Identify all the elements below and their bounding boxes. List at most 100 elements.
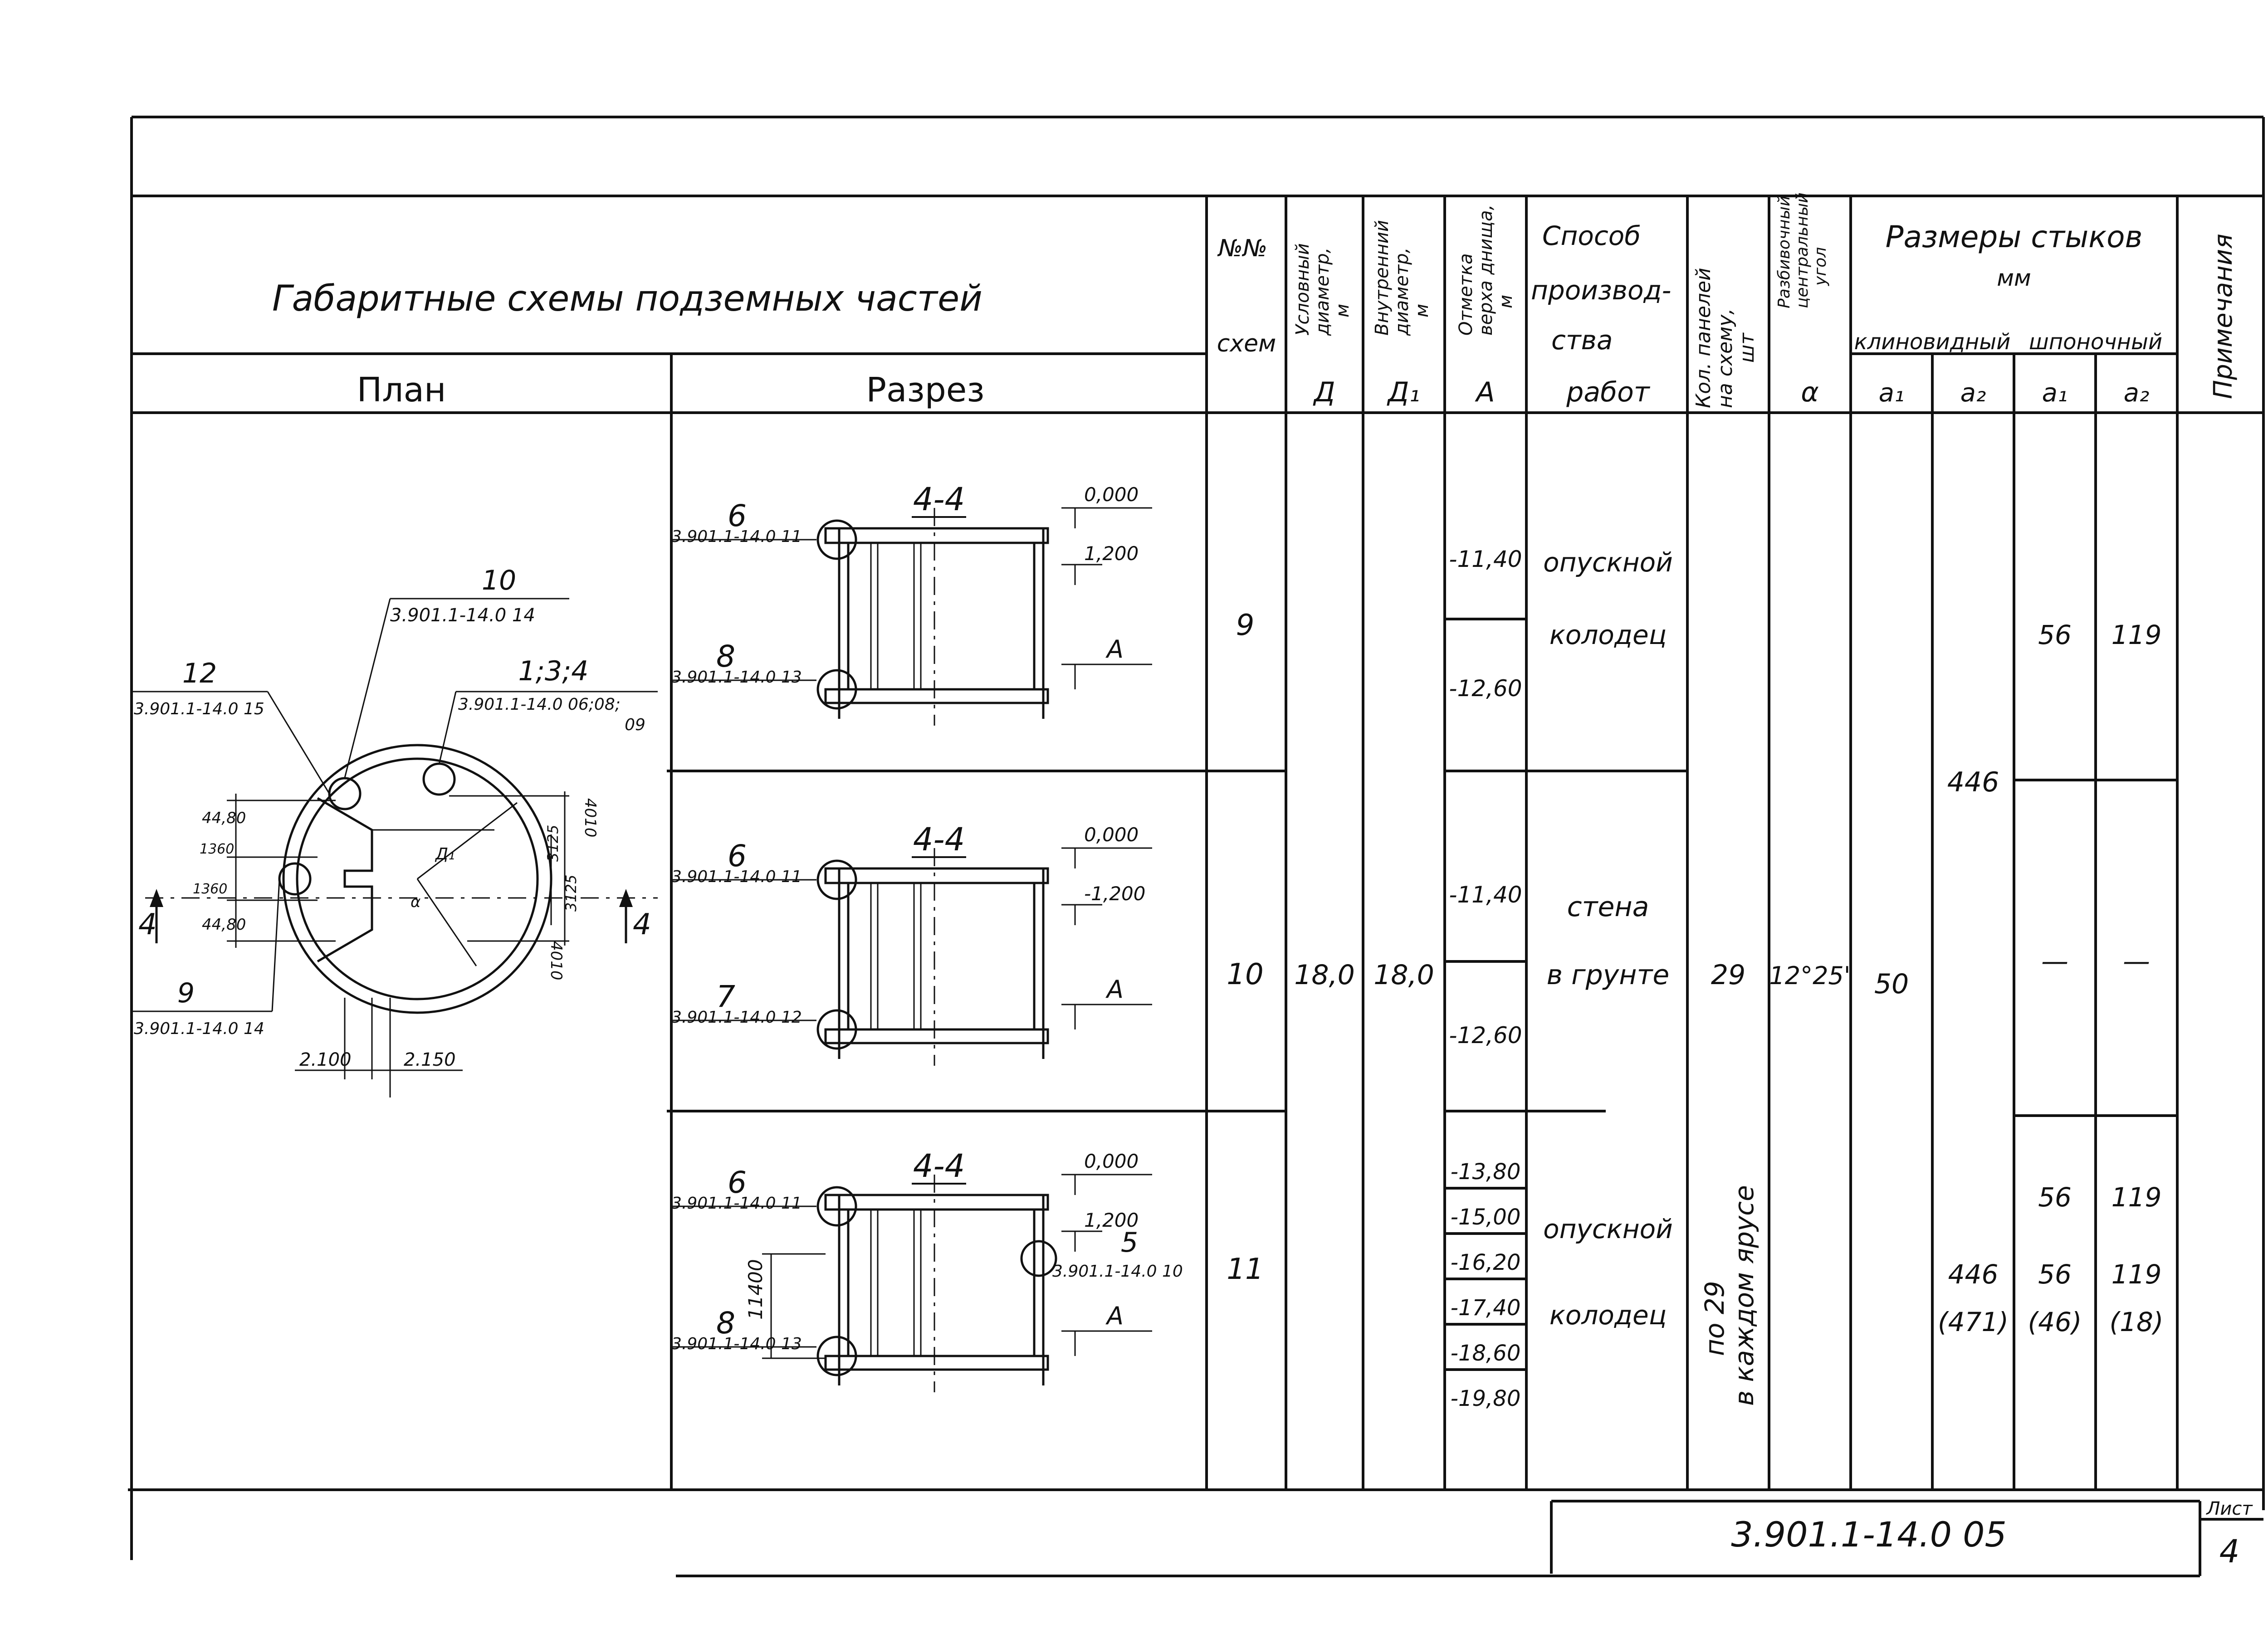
row3-mark-6: -19,80: [1451, 1386, 1521, 1411]
row3-mark-1: -13,80: [1451, 1159, 1521, 1185]
header-sym-a2-key: a₂: [2124, 378, 2150, 408]
section-cut-label: 4-4: [913, 1147, 965, 1185]
plan-ref10: 10: [482, 565, 516, 596]
row2-mark-1: -11,40: [1449, 882, 1522, 908]
header-sym-a2-wedge: a₂: [1960, 378, 1986, 408]
stamp-code: 3.901.1-14.0 05: [1731, 1514, 2007, 1555]
row2-mark-2: -12,60: [1449, 1022, 1522, 1049]
section-mark-1: 1,200: [1084, 542, 1139, 565]
section-bot-ref: 8: [716, 639, 735, 674]
row3-mark-3: -16,20: [1451, 1250, 1521, 1275]
plan-dim-4010a: 4010: [581, 798, 599, 838]
shared-panels: 29: [1711, 959, 1745, 991]
row3-key-a1-top: 56: [2038, 1182, 2072, 1213]
section-height: 11400: [744, 1259, 767, 1320]
shared-wedge-a1: 50: [1874, 968, 1909, 1000]
plan-dim-2100: 2.100: [299, 1049, 352, 1070]
header-angle-2: центральный: [1793, 192, 1812, 308]
section-top-doc: 3.901.1-14.0 11: [671, 1194, 802, 1213]
plan-ref12-doc: 3.901.1-14.0 15: [134, 700, 264, 718]
table-grid: [1205, 196, 2179, 1490]
section-bot-doc: 3.901.1-14.0 13: [671, 668, 802, 687]
shared-d1: 18,0: [1374, 959, 1434, 991]
row3-mark-2: -15,00: [1451, 1205, 1521, 1230]
header-panels-2: на схему,: [1714, 308, 1737, 408]
plan-label-d: Д₁: [435, 845, 455, 863]
section-mark-a: А: [1105, 975, 1124, 1004]
section-mark-a: А: [1105, 1302, 1124, 1330]
section-mark-0: 0,000: [1084, 1150, 1139, 1172]
section-cut-label: 4-4: [913, 481, 965, 518]
header-angle-1: Разбивочный: [1775, 196, 1794, 308]
header-method-1: Способ: [1542, 220, 1641, 251]
header-sym-d: Д: [1313, 376, 1335, 408]
row3-key-a2-1: 119: [2112, 1259, 2162, 1290]
plan-ref134-doc2: 09: [625, 716, 645, 734]
row3-wedge-a2-2: (471): [1938, 1307, 2009, 1337]
header-sym-alpha: α: [1801, 376, 1819, 408]
header-method-3: ства: [1551, 325, 1613, 356]
row2-method-1: стена: [1567, 891, 1649, 923]
row3-key-a1-1: 56: [2038, 1259, 2072, 1290]
row2-scheme: 10: [1227, 958, 1263, 991]
plan-cut-left: 4: [138, 908, 157, 941]
section-top-doc: 3.901.1-14.0 11: [671, 868, 802, 886]
row2-key-a1: —: [2041, 946, 2068, 977]
header-joints-title: Размеры стыков: [1886, 219, 2143, 254]
row3-mark-5: -18,60: [1451, 1341, 1521, 1366]
plan-ref9-doc: 3.901.1-14.0 14: [134, 1019, 264, 1038]
section-mark-0: 0,000: [1084, 483, 1139, 506]
row1-key-a2: 119: [2112, 619, 2162, 650]
header-key: шпоночный: [2029, 329, 2162, 355]
row3-method-2: колодец: [1549, 1300, 1667, 1331]
row3-mark-4: -17,40: [1451, 1295, 1521, 1321]
header-scheme-no-2: схем: [1217, 330, 1276, 357]
header-bottom-mark-1: Отметка: [1456, 253, 1476, 336]
plan-dim-2150: 2.150: [404, 1049, 456, 1070]
header-wedge: клиновидный: [1854, 329, 2011, 355]
header-panels-1: Кол. панелей: [1692, 268, 1715, 408]
section-mark-a: А: [1105, 635, 1124, 663]
row2-key-a2: —: [2123, 946, 2150, 977]
header-panels-3: шт: [1735, 332, 1759, 363]
header-angle-3: угол: [1811, 247, 1830, 286]
plan-dim-4480b: 44,80: [202, 916, 246, 934]
plan-label-alpha: α: [411, 893, 420, 911]
plan-dim-1360a: 1360: [200, 841, 234, 857]
row1-scheme: 9: [1236, 609, 1255, 642]
header-sym-a1-wedge: a₁: [1879, 378, 1905, 408]
row1-key-a1: 56: [2038, 619, 2072, 650]
header-inner-diam-1: Внутренний: [1372, 220, 1393, 336]
plan-cut-right: 4: [633, 908, 651, 941]
header-cond-diam-2: диаметр,: [1312, 248, 1333, 336]
section-mark-0: 0,000: [1084, 824, 1139, 846]
plan-dim-1360b: 1360: [193, 881, 227, 897]
section-bot-doc: 3.901.1-14.0 12: [671, 1008, 802, 1027]
header-inner-diam-2: диаметр,: [1392, 248, 1413, 336]
row3-panels-2: в каждом ярусе: [1729, 1185, 1760, 1406]
row3-method-1: опускной: [1543, 1214, 1673, 1244]
plan-ref12: 12: [182, 658, 217, 689]
row2-method-2: в грунте: [1547, 959, 1670, 991]
shared-alpha: 12°25': [1769, 961, 1850, 990]
header-cond-diam-3: м: [1332, 304, 1353, 317]
plan-ref134: 1;3;4: [518, 655, 589, 687]
row3-key-a1-2: (46): [2028, 1307, 2082, 1337]
plan-dim-4480a: 44,80: [202, 809, 246, 827]
header-method-4: работ: [1566, 376, 1651, 408]
row3-scheme: 11: [1227, 1253, 1263, 1286]
row1-method-1: опускной: [1543, 547, 1673, 578]
section-mark-1: -1,200: [1084, 883, 1145, 905]
section-top-doc: 3.901.1-14.0 11: [671, 527, 802, 546]
frame: [128, 116, 2265, 1560]
plan-dim-4010b: 4010: [547, 941, 565, 980]
section-side-ref: 5: [1121, 1227, 1138, 1258]
section-side-doc: 3.901.1-14.0 10: [1052, 1262, 1183, 1281]
header-joints-unit: мм: [1997, 265, 2031, 291]
row1-mark-2: -12,60: [1449, 675, 1522, 702]
section-bot-ref: 8: [716, 1306, 735, 1341]
header-sym-d1: Д₁: [1387, 376, 1420, 408]
